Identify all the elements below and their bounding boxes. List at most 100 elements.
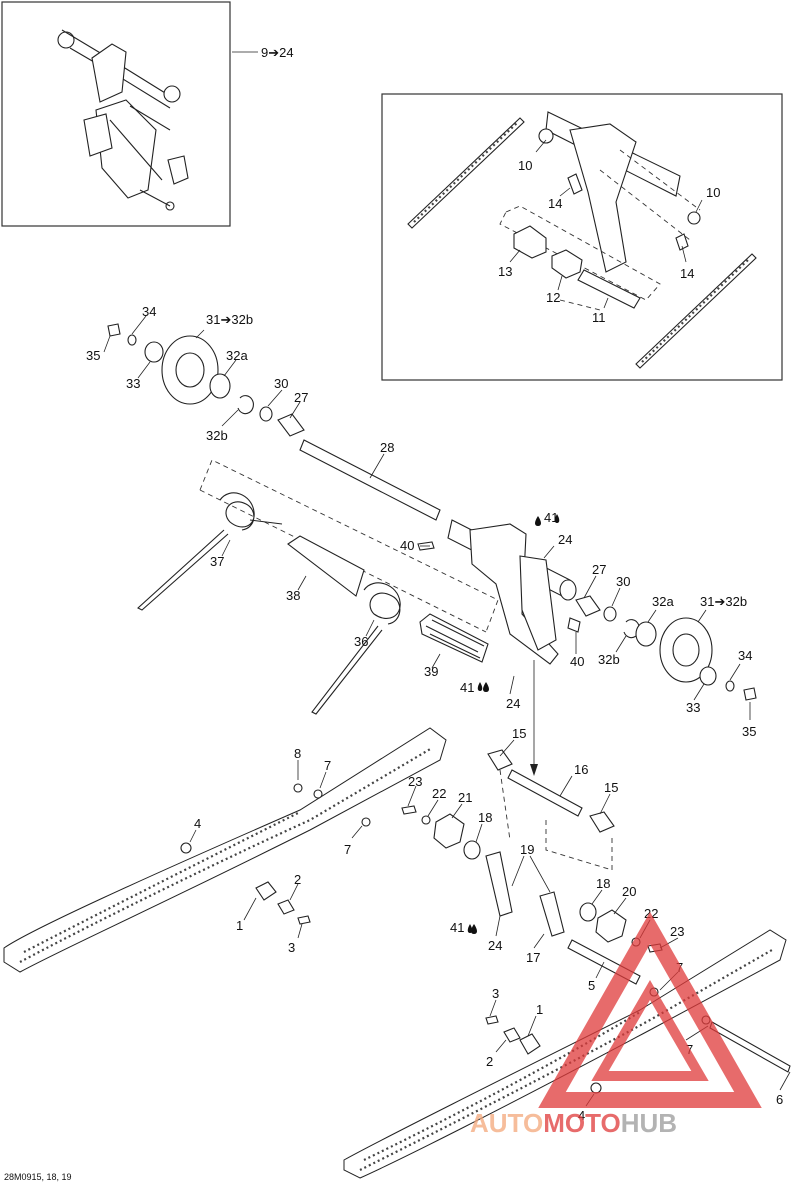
- callout-14-b: 14: [680, 266, 694, 281]
- nut-10-right: [687, 211, 701, 225]
- bolt-23-a: [401, 805, 417, 815]
- nut-10-left: [538, 128, 554, 144]
- slide-rail-left: [3, 727, 447, 973]
- callout-32b-a: 32b: [206, 428, 228, 443]
- slide-rail-right: [343, 929, 787, 1179]
- callout-3-a: 3: [288, 940, 295, 955]
- circlip-32b-left: [237, 395, 254, 415]
- bearing-32a-right: [635, 621, 657, 647]
- axle-28: [299, 439, 441, 521]
- washer-7-b: [361, 817, 371, 827]
- bumper-39: [419, 613, 489, 663]
- callout-28: 28: [380, 440, 394, 455]
- callout-33-b: 33: [686, 700, 700, 715]
- callout-33: 33: [126, 376, 140, 391]
- callout-27-b: 27: [592, 562, 606, 577]
- callout-15-b: 15: [604, 780, 618, 795]
- spacer-2-a: [277, 899, 295, 915]
- slider-1-b: [519, 1033, 541, 1055]
- callout-31-32b-b: 31➔32b: [700, 594, 747, 609]
- callout-24-c: 24: [488, 938, 502, 953]
- nut-4-b: [590, 1082, 602, 1094]
- grease-drop-icon: [477, 682, 483, 691]
- washer-34-left: [127, 334, 137, 346]
- grease-drop-icon: [483, 682, 489, 692]
- idler-wheel-right: [659, 617, 713, 683]
- callout-39: 39: [424, 664, 438, 679]
- rear-arm-main: 41 24 40 27 30 32a 31➔32b 40 32b 34 33 3…: [400, 510, 757, 776]
- callout-7-b: 7: [344, 842, 351, 857]
- torsion-spring-37: [137, 492, 283, 611]
- callout-16: 16: [574, 762, 588, 777]
- callout-3-b: 3: [492, 986, 499, 1001]
- overview-frame-illustration: [57, 29, 189, 211]
- callout-18-b: 18: [596, 876, 610, 891]
- callout-1-b: 1: [536, 1002, 543, 1017]
- inset-range-label: 9➔24: [261, 45, 294, 60]
- grease-drop-icon: [554, 514, 560, 523]
- callout-11: 11: [592, 310, 606, 325]
- callout-23-b: 23: [670, 924, 684, 939]
- callout-37: 37: [210, 554, 224, 569]
- grease-drop-icon: [535, 516, 541, 526]
- callout-41-b: 41: [460, 680, 474, 695]
- callout-40-a: 40: [400, 538, 414, 553]
- callout-4-b: 4: [578, 1108, 585, 1123]
- ring-30-right: [603, 606, 617, 622]
- callout-35-b: 35: [742, 724, 756, 739]
- block-20: [595, 909, 627, 943]
- callout-19: 19: [520, 842, 534, 857]
- rear-arm-bracket: [569, 123, 637, 273]
- callout-5: 5: [588, 978, 595, 993]
- watermark-part-auto: AUTO: [470, 1108, 543, 1138]
- callout-40-b: 40: [570, 654, 584, 669]
- spacer-2-b: [503, 1027, 521, 1043]
- bolt-40-b: [567, 617, 581, 633]
- callout-27-a: 27: [294, 390, 308, 405]
- washer-22-a: [421, 815, 431, 825]
- shaft-11: [577, 269, 641, 309]
- callout-10-a: 10: [518, 158, 532, 173]
- bushing-27-left: [277, 413, 305, 437]
- bushing-27-right: [575, 595, 601, 617]
- callout-22-a: 22: [432, 786, 446, 801]
- inset-overview: 9➔24: [1, 1, 294, 227]
- callout-41-c: 41: [450, 920, 464, 935]
- link-plate-17: [539, 891, 565, 937]
- callout-34-b: 34: [738, 648, 752, 663]
- bushing-13: [513, 225, 547, 259]
- link-plate-19: [485, 851, 513, 917]
- washer-7-a: [313, 789, 323, 799]
- callout-7-a: 7: [324, 758, 331, 773]
- callout-34: 34: [142, 304, 156, 319]
- wheel-assembly-left: 34 35 33 31➔32b 32a 30 27 32b 28: [86, 304, 441, 521]
- callout-10-b: 10: [706, 185, 720, 200]
- ring-30-left: [259, 406, 273, 422]
- callout-14-a: 14: [548, 196, 562, 211]
- callout-18-a: 18: [478, 810, 492, 825]
- spacer-33-right: [699, 666, 717, 686]
- grease-drop-icon: [471, 924, 477, 934]
- inset-rear-arm: 10 10 14 14 13 12 11: [381, 93, 783, 381]
- warning-triangle-icon: [538, 911, 762, 1108]
- rear-arm-tube-end: [559, 579, 577, 601]
- shaft-16: [507, 769, 583, 817]
- callout-20: 20: [622, 884, 636, 899]
- callout-35: 35: [86, 348, 100, 363]
- watermark-part-moto: MOTO: [543, 1108, 621, 1138]
- bolt-14-left: [567, 173, 583, 195]
- callout-2-a: 2: [294, 872, 301, 887]
- washer-34-right: [725, 680, 735, 692]
- bolt-35-right: [743, 687, 757, 701]
- watermark-logo: AUTOMOTOHUB: [470, 911, 762, 1138]
- callout-24-a: 24: [558, 532, 572, 547]
- bearing-32a-left: [209, 373, 231, 399]
- callout-30-b: 30: [616, 574, 630, 589]
- watermark-text: AUTOMOTOHUB: [470, 1108, 677, 1138]
- bushing-15-a: [487, 749, 513, 771]
- callout-32a-b: 32a: [652, 594, 674, 609]
- rear-arm-left-plate: [469, 523, 559, 665]
- bushing-18-a: [463, 840, 481, 860]
- callout-4-a: 4: [194, 816, 201, 831]
- callout-15-a: 15: [512, 726, 526, 741]
